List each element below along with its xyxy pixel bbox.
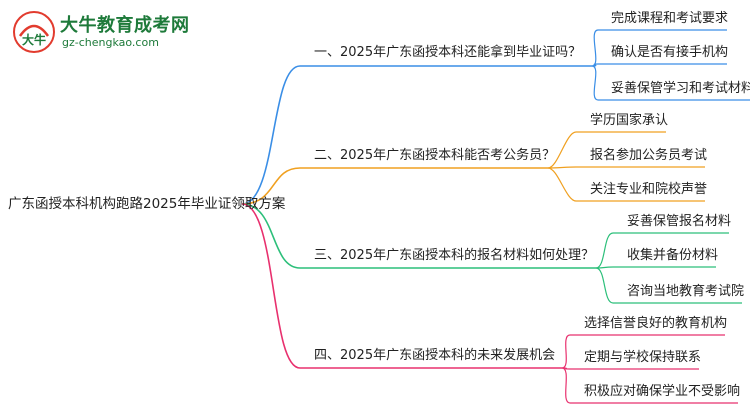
edge-branch-2-leaf-2 [547,166,577,169]
brand-mark-text: 大牛 [22,32,46,47]
edge-branch-3-leaf-1 [595,232,614,269]
branch-3-leaf-3: 咨询当地教育考试院 [627,284,745,299]
branch-1-leaf-2: 确认是否有接手机构 [611,45,729,60]
edge-branch-4-leaf-3 [561,367,571,404]
brand-mark-icon: 大牛 [13,11,55,53]
edge-branch-3-leaf-3 [595,267,614,304]
edge-root-branch-1 [241,65,301,205]
branch-2: 二、2025年广东函授本科能否考公务员？ [314,148,556,163]
branch-3-leaf-1: 妥善保管报名材料 [627,214,732,229]
branch-4-leaf-2: 定期与学校保持联系 [584,350,702,365]
edge-branch-2-leaf-3 [547,167,577,202]
branch-2-leaf-3: 关注专业和院校声誉 [590,182,708,197]
branch-4: 四、2025年广东函授本科的未来发展机会 [314,348,556,363]
branch-2-leaf-1: 学历国家承认 [590,113,669,128]
brand-logo[interactable]: 大牛 大牛教育成考网 gz-chengkao.com [12,8,189,58]
mindmap-root: 广东函授本科机构跑路2025年毕业证领取方案 [8,196,286,212]
branch-4-leaf-3: 积极应对确保学业不受影响 [584,384,741,399]
edge-root-branch-4 [241,203,301,369]
brand-name: 大牛教育成考网 [60,15,190,36]
edge-branch-1-leaf-1 [591,29,599,67]
branch-1: 一、2025年广东函授本科还能拿到毕业证吗？ [314,45,582,60]
branch-2-leaf-2: 报名参加公务员考试 [590,148,708,163]
branch-1-leaf-1: 完成课程和考试要求 [611,11,729,26]
edge-branch-2-leaf-1 [547,131,577,169]
branch-3-leaf-2: 收集并备份材料 [627,248,719,263]
edge-branch-1-leaf-3 [591,65,599,101]
brand-url: gz-chengkao.com [62,36,159,49]
branch-1-leaf-3: 妥善保管学习和考试材料 [611,81,750,96]
edge-root-branch-2 [241,167,301,205]
edge-root-branch-3 [241,203,301,269]
branch-4-leaf-1: 选择信誉良好的教育机构 [584,316,728,331]
branch-3: 三、2025年广东函授本科的报名材料如何处理？ [314,248,595,263]
edge-branch-4-leaf-1 [561,334,571,369]
